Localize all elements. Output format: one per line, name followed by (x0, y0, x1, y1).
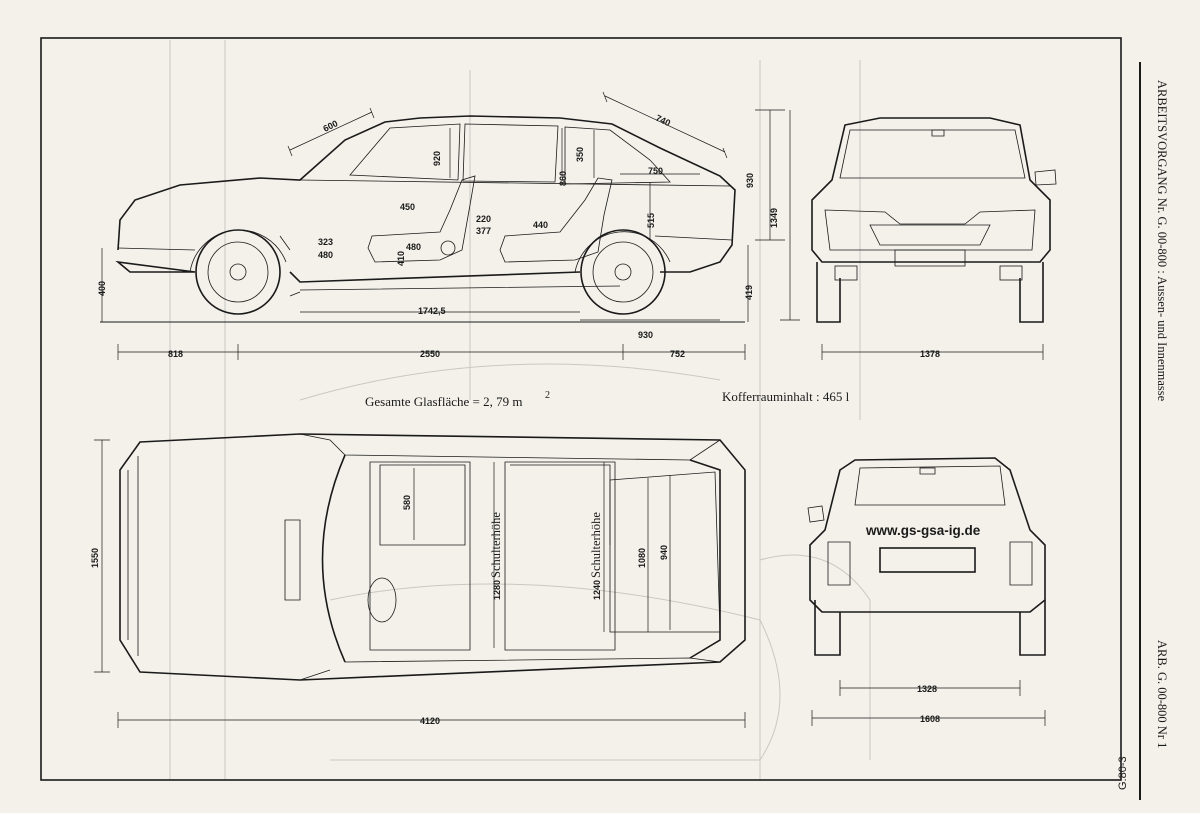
side-view-car (115, 115, 736, 315)
glass-area-exponent: 2 (545, 390, 550, 401)
dim-1378: 1378 (920, 349, 940, 359)
dim-1240: 1240 (592, 580, 602, 600)
side-view-dims: 600 740 920 860 350 750 930 1349 450 220… (97, 113, 779, 359)
glass-area-note: Gesamte Glasfläche = 2, 79 m (365, 394, 523, 409)
dim-920: 920 (432, 151, 442, 166)
dim-350: 350 (575, 147, 585, 162)
dim-377: 377 (476, 226, 491, 236)
dim-1349: 1349 (769, 208, 779, 228)
dim-400: 400 (97, 281, 107, 296)
dim-818: 818 (168, 349, 183, 359)
operation-ref: ARB. G. 00-800 Nr 1 (1155, 640, 1169, 748)
top-view-dim-lines (94, 439, 746, 728)
dim-600: 600 (321, 118, 339, 134)
dim-480-b: 480 (406, 242, 421, 252)
top-view-car (119, 433, 746, 681)
dim-940: 940 (659, 545, 669, 560)
dim-930: 930 (638, 330, 653, 340)
rear-shoulder-label: Schulterhöhe (589, 512, 603, 578)
dim-220: 220 (476, 214, 491, 224)
dim-930-h: 930 (745, 173, 755, 188)
top-view-dims: 1550 580 1280 Schulterhöhe 1240 Schulter… (90, 495, 669, 726)
page-code: G.80-3 (1117, 756, 1129, 790)
side-view-dim-lines (101, 91, 800, 360)
ghost-drawing (169, 40, 871, 780)
dim-4120: 4120 (420, 716, 440, 726)
page-frame (40, 37, 1122, 781)
dim-1550: 1550 (90, 548, 100, 568)
dim-323: 323 (318, 237, 333, 247)
dim-1280: 1280 (492, 580, 502, 600)
front-shoulder-label: Schulterhöhe (489, 512, 503, 578)
dim-1608: 1608 (920, 714, 940, 724)
dim-2550: 2550 (420, 349, 440, 359)
rear-view-car (807, 457, 1046, 726)
dim-860: 860 (558, 171, 568, 186)
trunk-volume-note: Kofferrauminhalt : 465 l (722, 389, 850, 404)
dim-580: 580 (402, 495, 412, 510)
dim-440: 440 (533, 220, 548, 230)
dim-410: 410 (396, 251, 406, 266)
dim-480-a: 480 (318, 250, 333, 260)
operation-title: ARBEITSVORGANG Nr. G. 00-800 : Aussen- u… (1155, 80, 1169, 402)
dim-515: 515 (646, 213, 656, 228)
dim-752: 752 (670, 349, 685, 359)
dim-1080: 1080 (637, 548, 647, 568)
dim-750: 750 (648, 166, 663, 176)
front-view-car (811, 117, 1057, 360)
website-watermark: www.gs-gsa-ig.de (865, 523, 981, 538)
dim-419: 419 (744, 285, 754, 300)
dim-450: 450 (400, 202, 415, 212)
dim-1742-5: 1742,5 (418, 306, 446, 316)
dim-1328: 1328 (917, 684, 937, 694)
